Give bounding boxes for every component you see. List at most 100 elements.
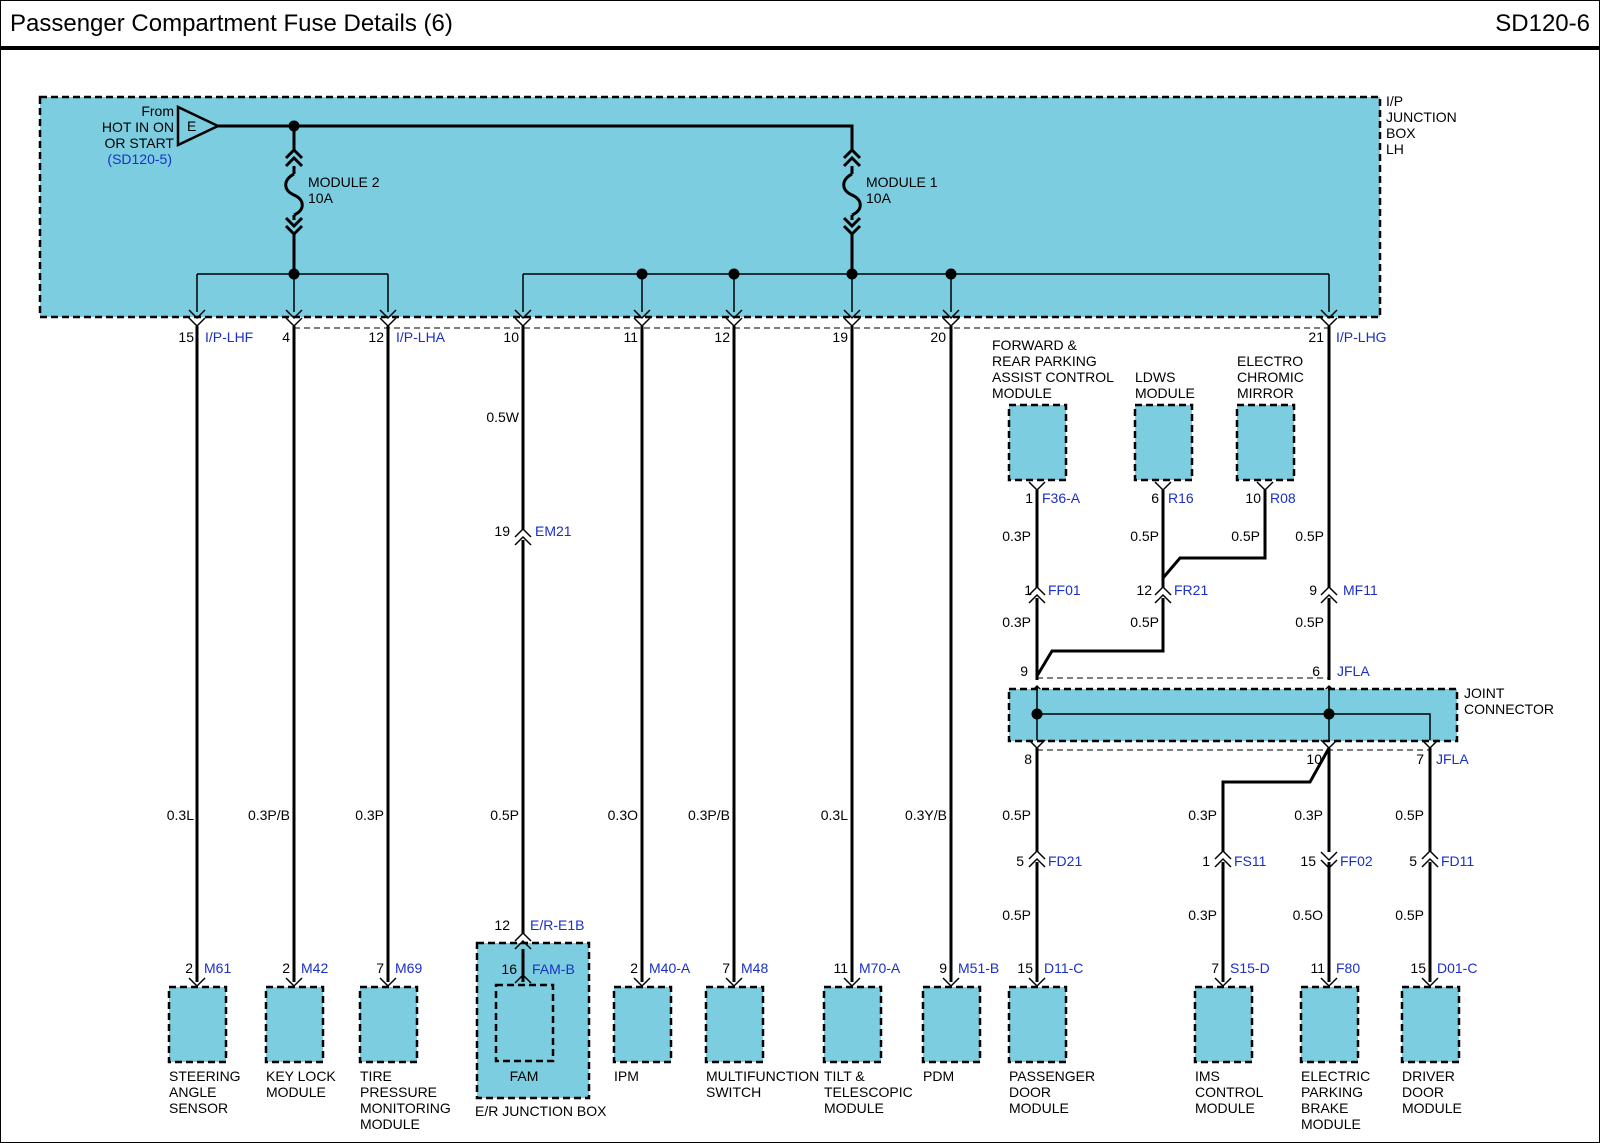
module-box: [921, 985, 982, 1064]
module-label: MIRROR: [1237, 385, 1294, 401]
connector-id: I/P-LHF: [205, 329, 253, 345]
connector-chevron-icon: [514, 527, 532, 546]
connector-id: R16: [1168, 490, 1194, 506]
pin-number: 1: [1024, 582, 1032, 598]
module-label: PARKING: [1301, 1084, 1363, 1100]
wire-color: 0.5P: [1395, 807, 1424, 823]
wire-color: 0.5P: [1002, 807, 1031, 823]
pin-number: 2: [282, 960, 290, 976]
lower-right-inline-connectors: 5 FD21 1 FS11 15 FF02 5 FD11: [1016, 849, 1474, 870]
splice-dot: [728, 268, 740, 280]
wire-color: 0.3Y/B: [905, 807, 947, 823]
module-label: TIRE: [360, 1068, 392, 1084]
connector-chevron-icon: [1028, 849, 1046, 868]
connector-id: FF01: [1048, 582, 1081, 598]
connector-id: JFLA: [1337, 663, 1370, 679]
top-module-forward-parking: FORWARD & REAR PARKING ASSIST CONTROL MO…: [992, 337, 1114, 506]
module-label: MONITORING: [360, 1100, 451, 1116]
pin-number: 9: [1020, 663, 1028, 679]
pin-number: 11: [1310, 960, 1325, 976]
module-label: ELECTRIC: [1301, 1068, 1370, 1084]
joint-label: JOINT: [1464, 685, 1505, 701]
pin-number: 15: [1017, 960, 1033, 976]
module-label: DOOR: [1402, 1084, 1444, 1100]
pin-number: 10: [503, 329, 519, 345]
connector-id: M69: [395, 960, 422, 976]
wire-color: 0.5P: [1295, 528, 1324, 544]
module-box: [1235, 403, 1296, 482]
connector-chevron-icon: [1214, 849, 1232, 868]
module-label: LDWS: [1135, 369, 1175, 385]
ip-junction-box-label: I/P JUNCTION BOX LH: [1386, 93, 1457, 157]
wire-color: 0.5P: [1231, 528, 1260, 544]
pin-number: 6: [1312, 663, 1320, 679]
connector-id: EM21: [535, 523, 572, 539]
wire-color: 0.3P: [1294, 807, 1323, 823]
connector-id: FF02: [1340, 853, 1373, 869]
pin-number: 15: [1410, 960, 1426, 976]
connector-id: M70-A: [859, 960, 901, 976]
module-box: [1133, 403, 1194, 482]
pin-number: 6: [1151, 490, 1159, 506]
connector-chevron-icon: [842, 147, 862, 168]
splice-dot: [288, 120, 300, 132]
module-label: MODULE: [1402, 1100, 1462, 1116]
module-label: FORWARD &: [992, 337, 1077, 353]
module-label: STEERING: [169, 1068, 241, 1084]
module-box: [1007, 985, 1068, 1064]
wire-color: 0.3P: [1002, 614, 1031, 630]
joint-connector-box: [1007, 687, 1459, 743]
pin-number: 1: [1202, 853, 1210, 869]
ip-box-label-3: BOX: [1386, 125, 1416, 141]
right-side-wires: [1035, 490, 1267, 680]
pin-number: 11: [833, 960, 848, 976]
wire-color: 0.5O: [1293, 907, 1323, 923]
module-label: DOOR: [1009, 1084, 1051, 1100]
module-label: DRIVER: [1402, 1068, 1455, 1084]
module-label: CONTROL: [1195, 1084, 1264, 1100]
fuse-module-1: MODULE 1 10A: [842, 147, 938, 274]
wire-color: 0.3P: [1002, 528, 1031, 544]
pin-number: 10: [1245, 490, 1261, 506]
pin-number: 9: [939, 960, 947, 976]
module-label: MODULE: [824, 1100, 884, 1116]
pin-number: 12: [714, 329, 730, 345]
fuse-rating: 10A: [866, 190, 892, 206]
module-label: TELESCOPIC: [824, 1084, 913, 1100]
connector-id: D01-C: [1437, 960, 1477, 976]
connector-id: R08: [1270, 490, 1296, 506]
connector-id: M40-A: [649, 960, 691, 976]
module-label: MODULE: [1009, 1100, 1069, 1116]
fuse-rating: 10A: [308, 190, 334, 206]
connector-chevron-icon: [1154, 481, 1172, 492]
module-box: [1299, 985, 1360, 1064]
pin-number: 2: [185, 960, 193, 976]
wire-color: 0.3P: [355, 807, 384, 823]
pin-number: 2: [630, 960, 638, 976]
connector-chevron-icon: [1421, 849, 1439, 868]
module-label: MODULE: [266, 1084, 326, 1100]
inline-connector-em21: 19 EM21: [494, 523, 572, 546]
pin-number: 7: [722, 960, 730, 976]
ip-box-label-4: LH: [1386, 141, 1404, 157]
lower-right-wire-colors: 0.5P 0.5P 0.3P 0.3P 0.3P 0.5O 0.5P 0.5P: [1002, 807, 1424, 923]
splice-dot: [636, 268, 648, 280]
pin-number: 20: [930, 329, 946, 345]
pin-number: 12: [1136, 582, 1152, 598]
ip-box-label-1: I/P: [1386, 93, 1403, 109]
connector-chevron-icon: [1028, 481, 1046, 492]
circuit-wires: [195, 326, 1331, 982]
module-label: KEY LOCK: [266, 1068, 336, 1084]
source-ref: (SD120-5): [107, 151, 172, 167]
pin-number: 5: [1409, 853, 1417, 869]
module-label: MODULE: [1195, 1100, 1255, 1116]
module-label: PRESSURE: [360, 1084, 437, 1100]
wire-color-labels: 0.3L 0.3P/B 0.3P 0.5W 0.5P 0.3O 0.3P/B 0…: [167, 409, 947, 823]
